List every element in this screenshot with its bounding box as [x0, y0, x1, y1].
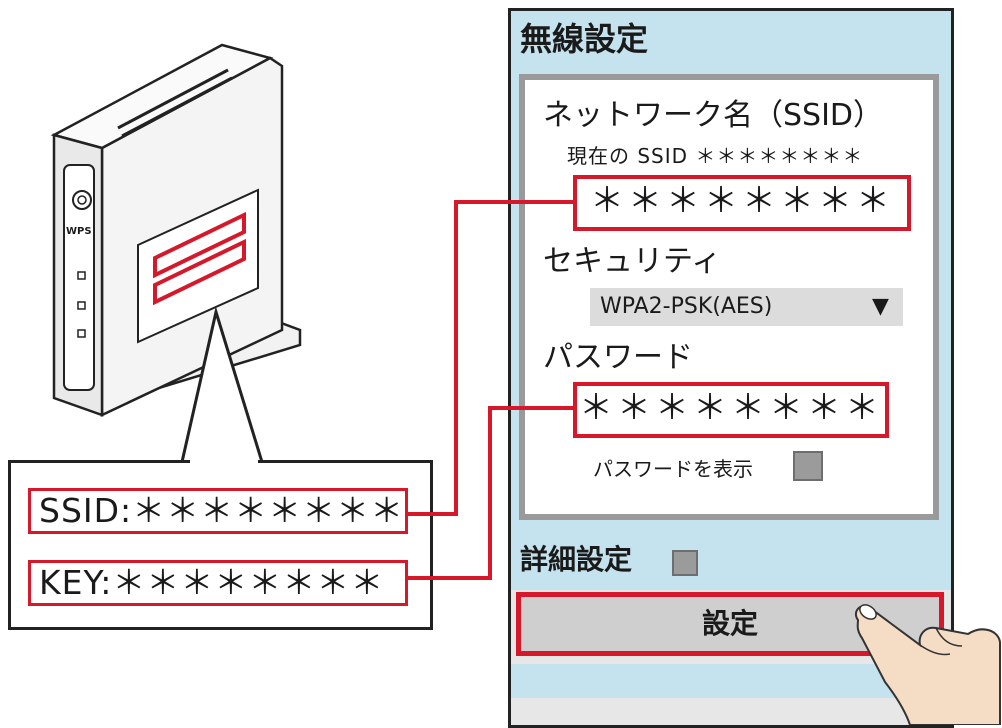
key-label-text: KEY:＊＊＊＊＊＊＊＊: [39, 563, 385, 602]
phone-header: [511, 11, 951, 68]
password-title: パスワード: [543, 340, 693, 375]
ssid-label-row: SSID:＊＊＊＊＊＊＊＊: [28, 488, 408, 534]
ssid-label-text: SSID:＊＊＊＊＊＊＊＊: [39, 491, 405, 530]
pointing-hand-icon: [854, 604, 1001, 725]
wps-label: WPS: [66, 226, 92, 237]
advanced-settings-label: 詳細設定: [520, 543, 633, 576]
advanced-settings-checkbox[interactable]: [672, 550, 698, 576]
network-name-title: ネットワーク名（SSID）: [543, 98, 884, 133]
current-ssid-text: 現在の SSID ＊＊＊＊＊＊＊＊: [567, 144, 864, 168]
security-title: セキュリティ: [543, 244, 722, 279]
security-select-value: WPA2-PSK(AES): [600, 294, 773, 319]
wps-button-icon: [72, 190, 92, 210]
dropdown-arrow-icon: ▼: [872, 294, 889, 319]
ssid-input[interactable]: ＊＊＊＊＊＊＊＊: [573, 175, 911, 231]
callout-joint: [190, 455, 258, 463]
router-illustration: [50, 43, 302, 464]
security-select[interactable]: [590, 288, 903, 326]
show-password-label: パスワードを表示: [593, 457, 753, 481]
phone-header-title: 無線設定: [520, 20, 649, 58]
show-password-checkbox[interactable]: [793, 451, 823, 481]
key-label-row: KEY:＊＊＊＊＊＊＊＊: [28, 560, 408, 606]
advanced-settings-band: [511, 528, 951, 590]
password-input[interactable]: ＊＊＊＊＊＊＊＊: [573, 382, 889, 438]
